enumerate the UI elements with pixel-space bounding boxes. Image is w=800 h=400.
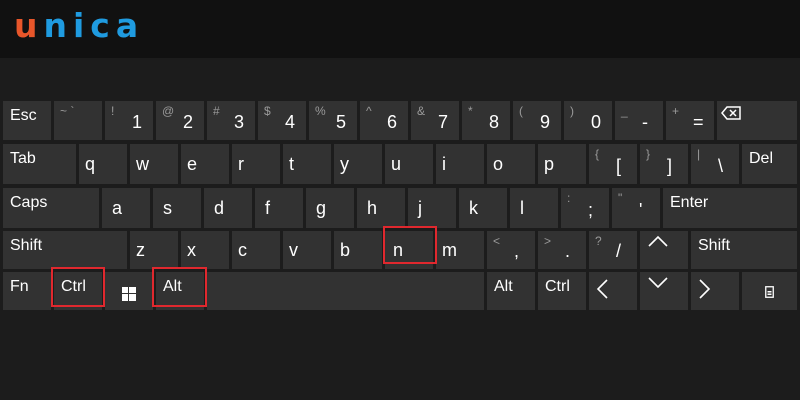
key-fn[interactable]: Fn	[3, 272, 51, 310]
key-k[interactable]: k	[459, 188, 507, 228]
key-equals[interactable]: + =	[666, 101, 714, 140]
key-i[interactable]: i	[436, 144, 484, 184]
key-w[interactable]: w	[130, 144, 178, 184]
keyboard-settings-icon	[765, 286, 774, 298]
key-p[interactable]: p	[538, 144, 586, 184]
arrow-right-icon	[699, 279, 711, 299]
key-keyboard-settings[interactable]	[742, 272, 797, 310]
key-shift-right[interactable]: Shift	[691, 231, 797, 269]
key-backtick[interactable]: ~ `	[54, 101, 102, 140]
key-a[interactable]: a	[102, 188, 150, 228]
on-screen-keyboard: Esc ~ ` ! 1 @ 2 # 3 $ 4 % 5 ^ 6 & 7 * 8 …	[0, 58, 800, 400]
unica-logo: unica	[14, 6, 145, 45]
key-2[interactable]: @ 2	[156, 101, 204, 140]
key-t[interactable]: t	[283, 144, 331, 184]
key-y[interactable]: y	[334, 144, 382, 184]
key-windows[interactable]	[105, 272, 153, 310]
key-backslash[interactable]: | \	[691, 144, 739, 184]
key-e[interactable]: e	[181, 144, 229, 184]
backspace-icon	[721, 106, 741, 120]
key-n[interactable]: n	[385, 231, 433, 269]
key-ctrl-left[interactable]: Ctrl	[54, 272, 102, 310]
key-comma[interactable]: < ,	[487, 231, 535, 269]
windows-icon	[122, 287, 136, 301]
key-7[interactable]: & 7	[411, 101, 459, 140]
key-space[interactable]	[207, 272, 484, 310]
key-l[interactable]: l	[510, 188, 558, 228]
key-f[interactable]: f	[255, 188, 303, 228]
key-o[interactable]: o	[487, 144, 535, 184]
key-3[interactable]: # 3	[207, 101, 255, 140]
header-bar: unica	[0, 0, 800, 58]
key-0[interactable]: ) 0	[564, 101, 612, 140]
key-c[interactable]: c	[232, 231, 280, 269]
arrow-up-icon	[648, 235, 668, 247]
key-d[interactable]: d	[204, 188, 252, 228]
key-alt-left[interactable]: Alt	[156, 272, 204, 310]
key-esc[interactable]: Esc	[3, 101, 51, 140]
arrow-down-icon	[648, 277, 668, 289]
key-u[interactable]: u	[385, 144, 433, 184]
key-8[interactable]: * 8	[462, 101, 510, 140]
key-6[interactable]: ^ 6	[360, 101, 408, 140]
key-right-bracket[interactable]: } ]	[640, 144, 688, 184]
key-arrow-left[interactable]	[589, 272, 637, 310]
key-arrow-up[interactable]	[640, 231, 688, 269]
key-minus[interactable]: _ -	[615, 101, 663, 140]
key-tab[interactable]: Tab	[3, 144, 76, 184]
key-x[interactable]: x	[181, 231, 229, 269]
key-semicolon[interactable]: : ;	[561, 188, 609, 228]
key-z[interactable]: z	[130, 231, 178, 269]
key-left-bracket[interactable]: { [	[589, 144, 637, 184]
key-quote[interactable]: " '	[612, 188, 660, 228]
key-j[interactable]: j	[408, 188, 456, 228]
key-slash[interactable]: ? /	[589, 231, 637, 269]
key-ctrl-right[interactable]: Ctrl	[538, 272, 586, 310]
key-s[interactable]: s	[153, 188, 201, 228]
key-m[interactable]: m	[436, 231, 484, 269]
key-g[interactable]: g	[306, 188, 354, 228]
key-arrow-right[interactable]	[691, 272, 739, 310]
arrow-left-icon	[596, 279, 608, 299]
key-v[interactable]: v	[283, 231, 331, 269]
key-alt-right[interactable]: Alt	[487, 272, 535, 310]
key-del[interactable]: Del	[742, 144, 797, 184]
key-r[interactable]: r	[232, 144, 280, 184]
key-caps[interactable]: Caps	[3, 188, 99, 228]
key-5[interactable]: % 5	[309, 101, 357, 140]
key-period[interactable]: > .	[538, 231, 586, 269]
key-1[interactable]: ! 1	[105, 101, 153, 140]
key-arrow-down[interactable]	[640, 272, 688, 310]
key-4[interactable]: $ 4	[258, 101, 306, 140]
key-9[interactable]: ( 9	[513, 101, 561, 140]
key-q[interactable]: q	[79, 144, 127, 184]
key-b[interactable]: b	[334, 231, 382, 269]
key-shift-left[interactable]: Shift	[3, 231, 127, 269]
key-enter[interactable]: Enter	[663, 188, 797, 228]
key-h[interactable]: h	[357, 188, 405, 228]
key-backspace[interactable]	[717, 101, 797, 140]
